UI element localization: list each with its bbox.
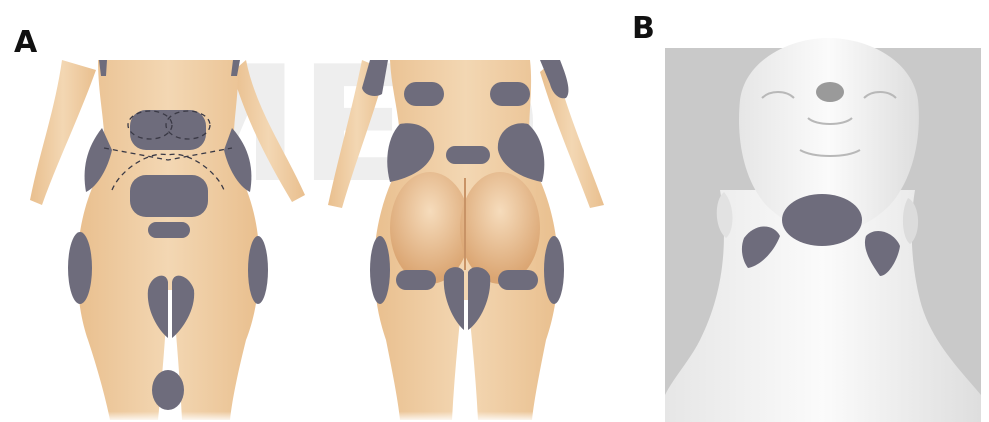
back-right-buttock <box>460 172 540 284</box>
back-right-banana-roll-zone <box>498 270 538 290</box>
front-left-outer-thigh-zone <box>68 232 92 304</box>
back-leg-fade <box>360 380 590 422</box>
back-left-upper-back-zone <box>404 82 444 106</box>
front-pubic-zone <box>148 222 190 238</box>
panel-label-b: B <box>632 14 655 44</box>
back-right-upper-back-zone <box>490 82 530 106</box>
back-left-outer-thigh-zone <box>370 236 390 304</box>
back-lower-back-zone <box>446 146 490 164</box>
panel-label-a: A <box>14 28 37 58</box>
back-left-buttock <box>390 172 470 284</box>
front-upper-abdomen-zone <box>130 110 206 150</box>
submental-zone <box>782 194 862 246</box>
back-left-banana-roll-zone <box>396 270 436 290</box>
front-knee-zone <box>152 370 184 410</box>
back-right-outer-thigh-zone <box>544 236 564 304</box>
back-body <box>328 60 604 422</box>
front-lower-abdomen-zone <box>130 175 208 217</box>
front-right-outer-thigh-zone <box>248 236 268 304</box>
front-body <box>30 60 305 422</box>
nose-shape <box>816 82 844 102</box>
neck-view <box>665 38 981 422</box>
